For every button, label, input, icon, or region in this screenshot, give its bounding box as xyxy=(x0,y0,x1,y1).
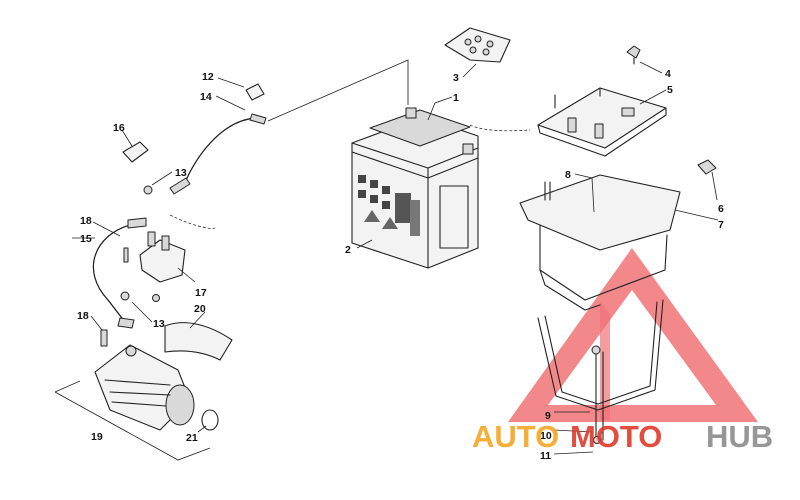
battery-tray-top xyxy=(537,45,667,157)
watermark-moto: MOTO xyxy=(570,419,662,454)
callout-14: 14 xyxy=(200,91,212,103)
callout-15: 15 xyxy=(80,233,92,245)
callout-19: 19 xyxy=(91,431,103,443)
callout-6: 6 xyxy=(718,203,724,215)
hold-down-strap xyxy=(537,299,664,444)
callout-21: 21 xyxy=(186,432,198,444)
battery-box xyxy=(519,159,717,311)
callout-13a: 13 xyxy=(175,167,187,179)
watermark-triangle xyxy=(508,248,758,422)
watermark-auto: AUTO xyxy=(472,419,559,454)
terminal-hardware-kit xyxy=(444,27,511,63)
callout-1: 1 xyxy=(453,92,459,104)
battery-warning-labels xyxy=(358,175,420,236)
callout-20: 20 xyxy=(194,303,206,315)
watermark-hub: HUB xyxy=(706,419,773,454)
callout-11: 11 xyxy=(540,450,551,462)
callout-9: 9 xyxy=(545,410,551,422)
leader-lines xyxy=(72,61,719,455)
callout-3: 3 xyxy=(453,72,459,84)
callout-4: 4 xyxy=(665,68,671,80)
callout-13b: 13 xyxy=(153,318,165,330)
callout-12: 12 xyxy=(202,71,214,83)
callout-numbers: 1 2 3 4 5 6 7 8 9 10 11 12 13 13 14 15 1… xyxy=(77,68,724,462)
starter-cable-assembly xyxy=(54,83,267,461)
callout-5: 5 xyxy=(667,84,673,96)
callout-10: 10 xyxy=(540,430,552,442)
callout-2: 2 xyxy=(345,244,351,256)
callout-18a: 18 xyxy=(80,215,92,227)
connector-part xyxy=(697,159,717,175)
callout-18b: 18 xyxy=(77,310,89,322)
clip-part xyxy=(626,45,641,59)
callout-16: 16 xyxy=(113,122,125,134)
battery xyxy=(351,107,479,269)
watermark-text: AUTO MOTO HUB xyxy=(472,419,773,454)
callout-7: 7 xyxy=(718,219,724,231)
callout-8: 8 xyxy=(565,169,571,181)
callout-17: 17 xyxy=(195,287,207,299)
